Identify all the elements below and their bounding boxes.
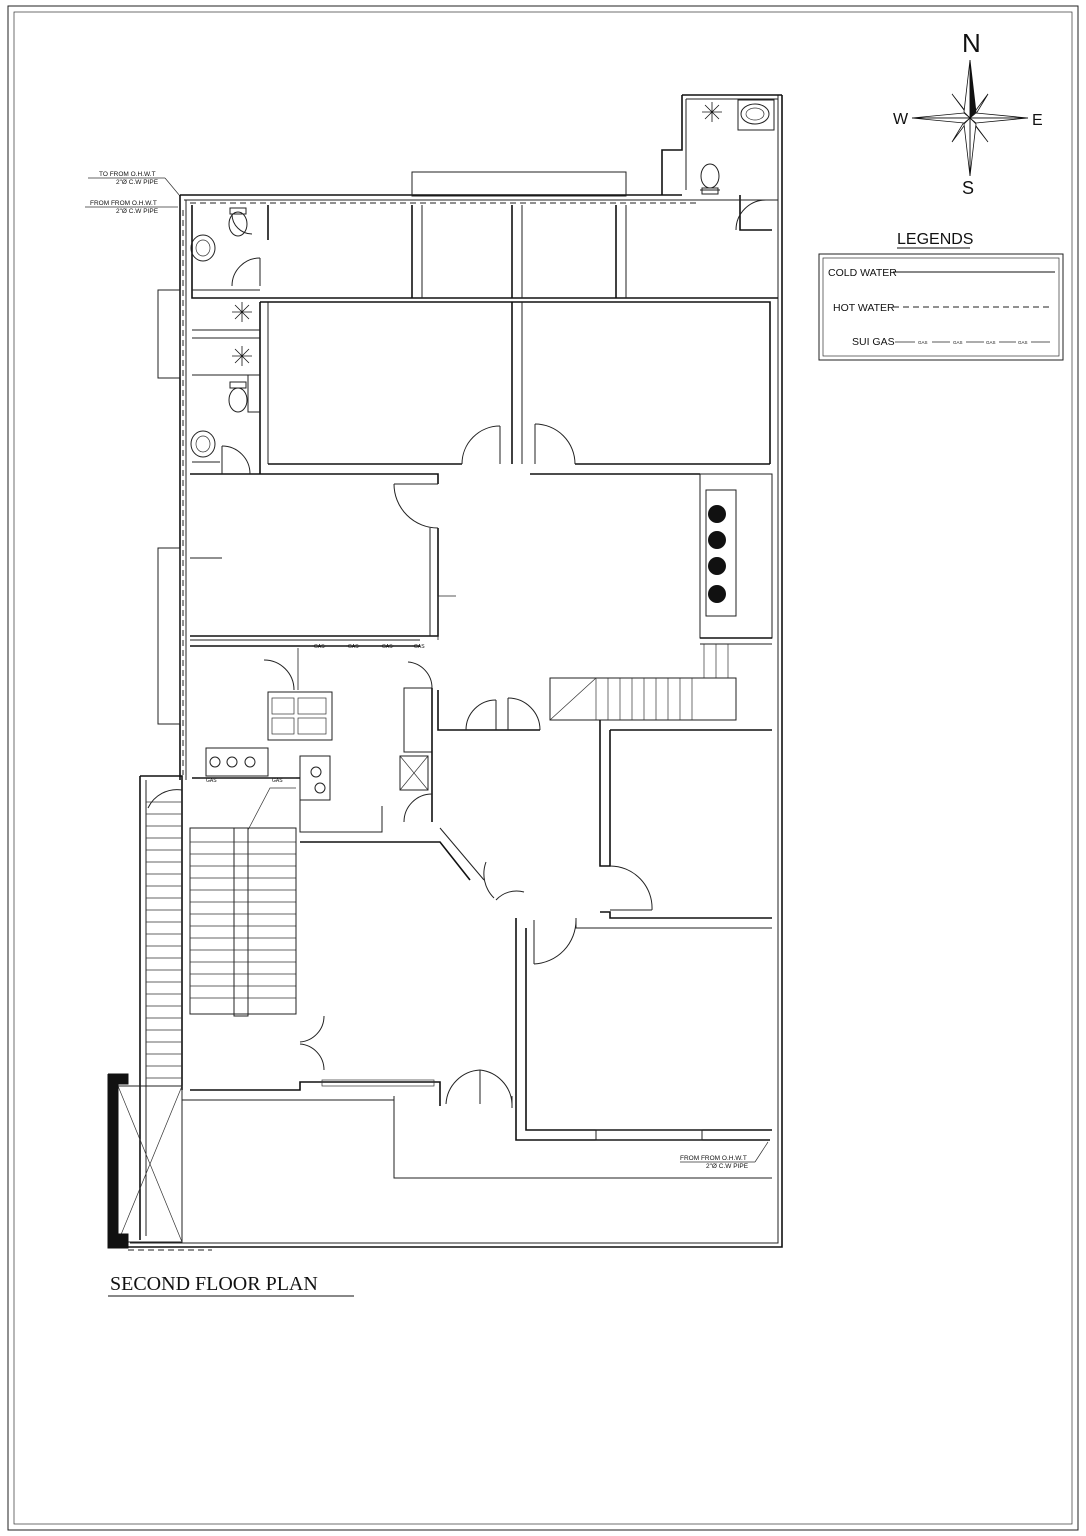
compass-south-label: S [962,178,974,198]
compass-east-label: E [1032,112,1043,129]
legend-gas-label: SUI GAS [852,336,895,348]
svg-text:GAS: GAS [414,644,425,650]
legend-gas-line: GAS GAS GAS GAS [895,340,1050,345]
svg-text:GAS: GAS [986,340,996,345]
svg-text:GAS: GAS [382,644,393,650]
compass-north-label: N [962,28,981,58]
sheet-border-outer [7,5,1079,1531]
svg-text:GAS: GAS [953,340,963,345]
svg-text:2"Ø C.W PIPE: 2"Ø C.W PIPE [706,1163,749,1170]
svg-text:FROM FROM O.H.W.T: FROM FROM O.H.W.T [680,1155,747,1162]
legend-cold-water-label: COLD WATER [828,267,897,279]
svg-text:FROM FROM O.H.W.T: FROM FROM O.H.W.T [90,200,157,207]
building-walls [107,94,783,1251]
svg-text:GAS: GAS [314,644,325,650]
svg-text:GAS: GAS [272,778,283,784]
drawing-title: SECOND FLOOR PLAN [110,1273,318,1295]
sanitary-fixtures [190,102,770,794]
legend-hot-water-label: HOT WATER [833,302,895,314]
gas-line: GAS GAS GAS GAS GAS GAS [200,595,456,784]
svg-text:GAS: GAS [918,340,928,345]
doors [147,199,767,1105]
legend-heading: LEGENDS [897,231,973,248]
sheet-border-inner [13,11,1073,1525]
svg-text:GAS: GAS [1018,340,1028,345]
compass-rose: N S E W [893,28,1043,198]
planter-plants [708,505,726,603]
pipe-note-bottom: FROM FROM O.H.W.T 2"Ø C.W PIPE [680,1141,769,1170]
legend-box: LEGENDS COLD WATER HOT WATER SUI GAS GAS… [818,231,1064,361]
pipe-notes-top: TO FROM O.H.W.T 2"Ø C.W PIPE FROM FROM O… [85,171,181,215]
stair-treads [146,801,296,1079]
svg-text:2"Ø C.W PIPE: 2"Ø C.W PIPE [116,179,159,186]
svg-text:2"Ø C.W PIPE: 2"Ø C.W PIPE [116,208,159,215]
svg-text:GAS: GAS [206,778,217,784]
compass-west-label: W [893,111,909,128]
svg-text:GAS: GAS [348,644,359,650]
svg-text:TO FROM O.H.W.T: TO FROM O.H.W.T [99,171,156,178]
